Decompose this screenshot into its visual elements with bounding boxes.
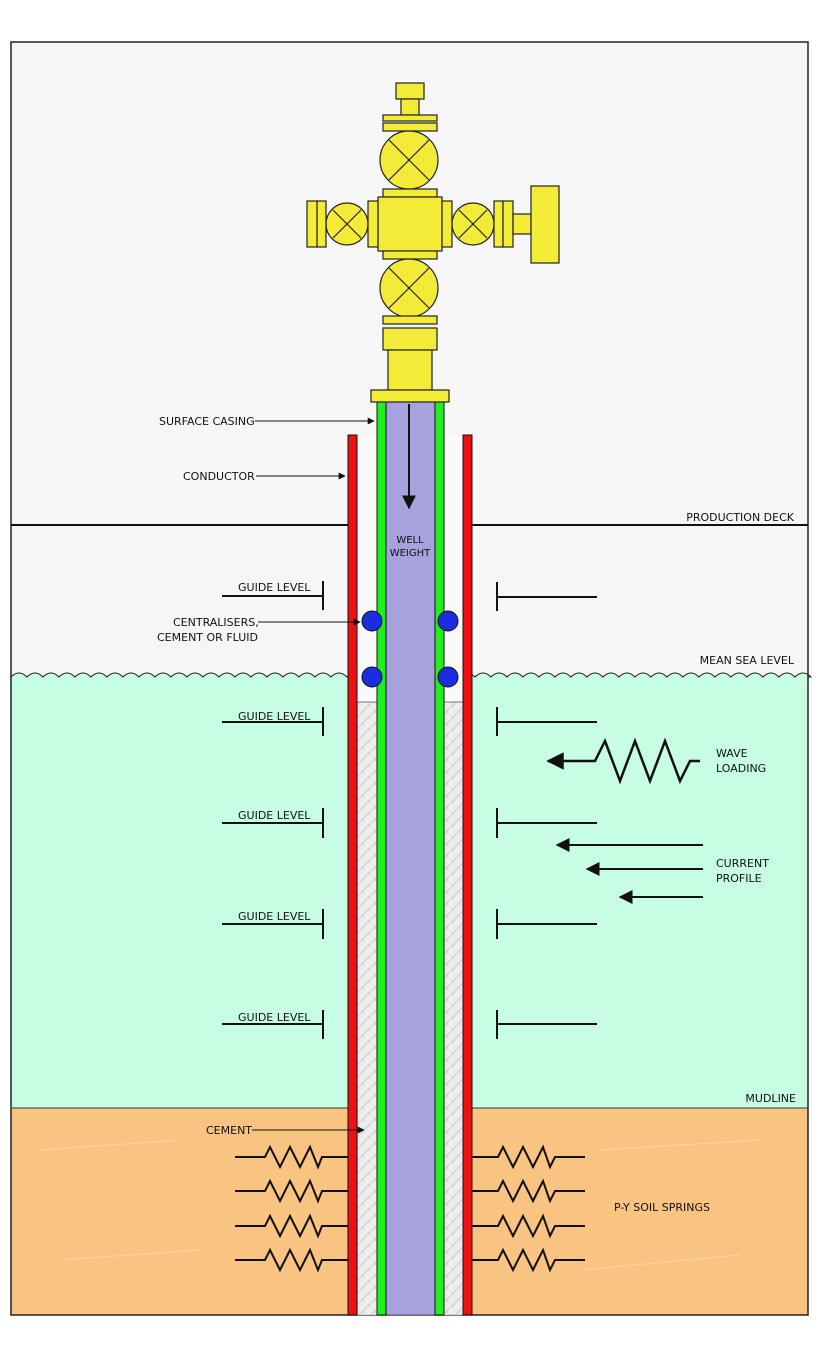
wave-loading-symbol xyxy=(546,737,700,785)
well-weight-label-line2: WEIGHT xyxy=(390,548,431,559)
conductor-left xyxy=(347,434,358,1316)
conductor-right xyxy=(462,434,473,1316)
label-leaders xyxy=(252,417,375,1134)
cement-label: CEMENT xyxy=(206,1124,252,1137)
centraliser xyxy=(437,666,459,688)
wave-loading-label-line2: LOADING xyxy=(716,762,766,775)
production-deck-label: PRODUCTION DECK xyxy=(686,511,795,524)
conductor-label: CONDUCTOR xyxy=(183,470,255,483)
current-profile-arrows xyxy=(555,838,703,904)
surface-casing-label: SURFACE CASING xyxy=(159,415,255,428)
centraliser xyxy=(437,610,459,632)
mean-sea-level-label: MEAN SEA LEVEL xyxy=(700,654,795,667)
centraliser xyxy=(361,666,383,688)
cement-annulus-left xyxy=(356,701,378,1316)
centralisers-label-line2: CEMENT OR FLUID xyxy=(157,631,258,644)
py-soil-springs-label: P-Y SOIL SPRINGS xyxy=(614,1201,710,1214)
well-weight-label: WELL xyxy=(396,535,424,546)
surface-casing-right xyxy=(434,401,445,1316)
wave-loading-label: WAVE xyxy=(716,747,748,760)
current-profile-label: CURRENT xyxy=(716,857,769,870)
guide-level-label: GUIDE LEVEL xyxy=(238,581,311,594)
py-soil-springs xyxy=(235,1144,585,1273)
guide-level-label: GUIDE LEVEL xyxy=(238,710,311,723)
soil-texture xyxy=(39,1139,761,1271)
centralisers-label: CENTRALISERS, xyxy=(173,616,259,629)
current-profile-label-line2: PROFILE xyxy=(716,872,762,885)
cement-annulus-right xyxy=(442,701,464,1316)
valve-cross-marks xyxy=(332,139,488,309)
guide-levels-left xyxy=(222,581,324,1039)
mudline-label: MUDLINE xyxy=(745,1092,796,1105)
well-bore xyxy=(385,401,436,1316)
guide-level-label: GUIDE LEVEL xyxy=(238,910,311,923)
guide-levels-right xyxy=(496,582,597,1039)
surface-casing-left xyxy=(376,401,387,1316)
guide-level-label: GUIDE LEVEL xyxy=(238,809,311,822)
centraliser xyxy=(361,610,383,632)
guide-level-label: GUIDE LEVEL xyxy=(238,1011,311,1024)
